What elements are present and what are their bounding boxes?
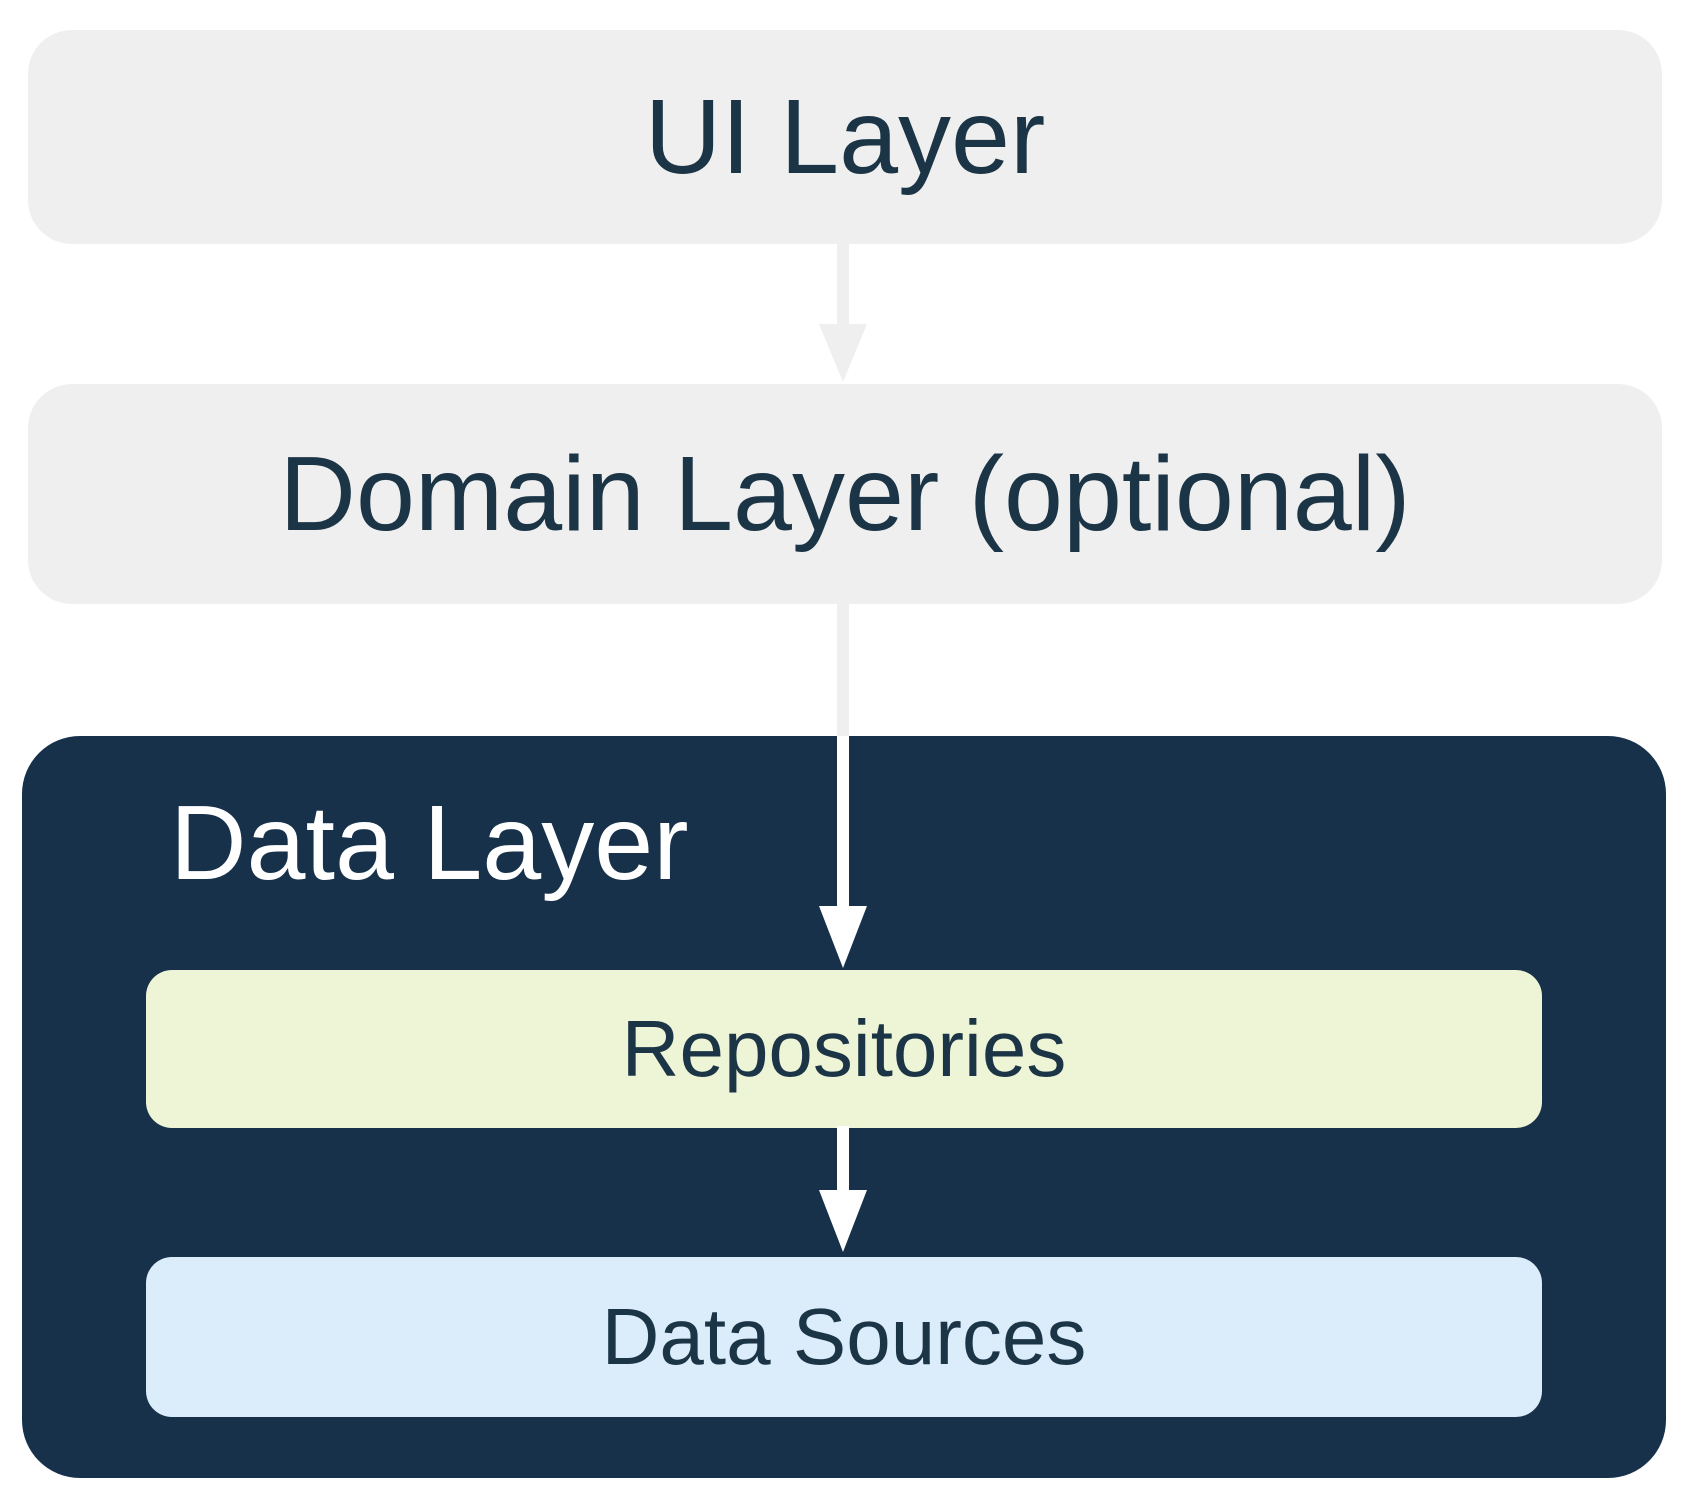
ui-layer-label: UI Layer [644,78,1046,196]
repositories-label: Repositories [621,1004,1067,1093]
data-sources-label: Data Sources [601,1292,1087,1381]
domain-layer-label: Domain Layer (optional) [279,435,1411,553]
arrow-domain-to-repositories-head-icon [819,906,867,968]
data-layer-label: Data Layer [170,784,689,902]
arrow-ui-to-domain-head-icon [819,324,867,382]
data-sources-box: Data Sources [146,1257,1542,1417]
repositories-box: Repositories [146,970,1542,1128]
ui-layer-box: UI Layer [28,30,1662,244]
arrow-domain-to-repositories-shaft-lower [837,736,849,908]
arrow-repositories-to-data-sources-shaft [837,1126,849,1192]
arrow-domain-to-repositories-shaft-upper [837,602,849,740]
arrow-repositories-to-data-sources-head-icon [819,1190,867,1252]
domain-layer-box: Domain Layer (optional) [28,384,1662,604]
arrow-ui-to-domain-shaft [837,244,849,324]
